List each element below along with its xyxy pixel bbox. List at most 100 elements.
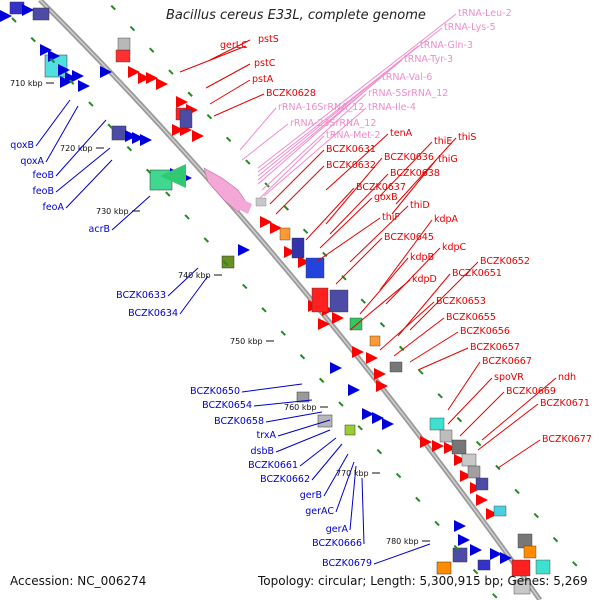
tick-mark-outer: [206, 113, 213, 120]
gene-arrow-reverse: [160, 164, 186, 188]
kbp-scale-label: 730 kbp: [96, 207, 129, 216]
rna-label: tRNA-Gln-3: [420, 40, 473, 51]
rna-label: tRNA-Val-6: [382, 72, 432, 83]
tick-mark-inner: [222, 260, 229, 266]
kbp-scale-label: 720 kbp: [60, 144, 93, 153]
gene-arrow-forward: [420, 436, 432, 448]
tick-mark-outer: [148, 47, 155, 53]
tick-mark-outer: [437, 393, 443, 399]
gene-block-reverse: [477, 559, 491, 571]
tick-mark-outer: [341, 275, 347, 281]
gene-arrow-forward: [476, 494, 488, 506]
gene-label-reverse-leader: [35, 99, 71, 147]
rna-label-leader: [259, 135, 325, 199]
kbp-scale-label: 750 kbp: [230, 337, 263, 346]
gene-label-forward: kdpD: [412, 274, 437, 285]
gene-arrow-forward: [284, 246, 296, 258]
gene-label-forward-leader: [319, 197, 373, 249]
gene-arrow-forward: [192, 130, 204, 142]
gene-label-reverse: BCZK0661: [248, 460, 298, 471]
rna-label: tRNA-Met-2: [326, 130, 380, 141]
tick-mark-inner: [126, 145, 133, 152]
gene-arrow-forward: [260, 216, 272, 228]
gene-label-reverse-leader: [275, 429, 331, 453]
gene-arrow-reverse: [454, 520, 466, 532]
rna-label: tRNA-Tyr-3: [404, 54, 453, 65]
tick-mark-inner: [261, 307, 267, 313]
tick-mark-outer: [533, 512, 540, 519]
gene-label-forward: BCZK0669: [506, 386, 556, 397]
tick-mark-inner: [30, 36, 36, 43]
tick-mark-inner: [492, 593, 498, 599]
gene-label-forward-leader: [481, 377, 557, 441]
tick-mark-inner: [395, 472, 402, 479]
gene-label-reverse-leader: [311, 443, 343, 481]
tick-mark-outer: [552, 536, 559, 543]
rna-label-leader: [257, 45, 419, 177]
gene-label-reverse-leader: [373, 543, 431, 565]
gene-label-reverse: qoxB: [10, 140, 34, 151]
gene-block-reverse: [317, 414, 333, 428]
gene-label-reverse-leader: [349, 465, 357, 531]
tick-mark-outer: [360, 298, 366, 304]
gene-arrow-reverse: [490, 548, 502, 560]
gene-arrow-forward: [366, 352, 378, 364]
gene-block-forward: [475, 477, 489, 491]
gene-arrow-forward: [176, 96, 188, 108]
gene-arrow-forward: [156, 78, 168, 90]
gene-block-reverse: [111, 125, 127, 141]
gene-label-reverse-leader: [241, 383, 303, 393]
tick-mark-outer: [514, 488, 520, 495]
rna-label-leader: [241, 123, 289, 161]
gene-block-forward: [117, 37, 131, 51]
rna-label: rRNA-5SrRNA_12: [368, 88, 448, 99]
tick-mark-inner: [357, 425, 363, 431]
gene-label-reverse: gerAC: [305, 506, 334, 517]
gene-label-forward-leader: [179, 45, 247, 73]
gene-label-forward: pstS: [258, 34, 279, 45]
gene-arrow-forward: [444, 442, 456, 454]
gene-block-forward: [389, 361, 403, 373]
gene-label-forward-leader: [395, 137, 457, 205]
gene-block-forward: [179, 109, 193, 129]
gene-block-forward: [311, 287, 329, 313]
tick-mark-inner: [280, 330, 286, 336]
gene-label-forward-leader: [335, 237, 383, 285]
gene-label-forward: BCZK0631: [326, 144, 376, 155]
tick-mark-outer: [225, 136, 232, 142]
tick-mark-inner: [415, 496, 421, 503]
gene-block-forward: [461, 453, 477, 467]
gene-arrow-reverse: [78, 80, 90, 92]
tick-mark-inner: [472, 568, 479, 575]
gene-label-forward: thiE: [434, 136, 452, 147]
gene-block-forward: [513, 579, 531, 595]
gene-label-forward-leader: [459, 391, 505, 437]
gene-label-forward: BCZK0677: [542, 434, 592, 445]
gene-label-reverse-leader: [65, 159, 113, 209]
kbp-scale-label: 740 kbp: [178, 271, 211, 280]
gene-block-forward: [439, 429, 453, 443]
gene-arrow-forward: [454, 454, 466, 466]
gene-block-reverse: [9, 1, 25, 15]
gene-label-reverse: qoxA: [20, 156, 44, 167]
genome-title: Bacillus cereus E33L, complete genome: [166, 8, 426, 23]
rna-label: tRNA-Lys-5: [444, 22, 496, 33]
tick-mark-outer: [187, 91, 193, 97]
gene-label-forward-leader: [275, 165, 325, 215]
gene-label-forward-leader: [379, 219, 433, 291]
gene-label-forward: BCZK0645: [384, 232, 434, 243]
rna-label-leader: [261, 93, 367, 191]
gene-arrow-reverse: [140, 134, 152, 146]
gene-label-forward-leader: [497, 439, 541, 469]
gene-block-forward: [467, 465, 481, 479]
rna-label: tRNA-Leu-2: [458, 8, 512, 19]
tick-mark-outer: [168, 69, 174, 75]
gene-label-forward-leader: [385, 247, 441, 305]
tick-mark-inner: [68, 79, 75, 85]
tick-mark-inner: [49, 57, 56, 64]
gene-label-reverse: trxA: [257, 430, 277, 441]
gene-block-forward: [369, 335, 381, 347]
gene-label-forward: kdpA: [434, 214, 459, 225]
gene-label-forward: spoVR: [494, 372, 524, 383]
